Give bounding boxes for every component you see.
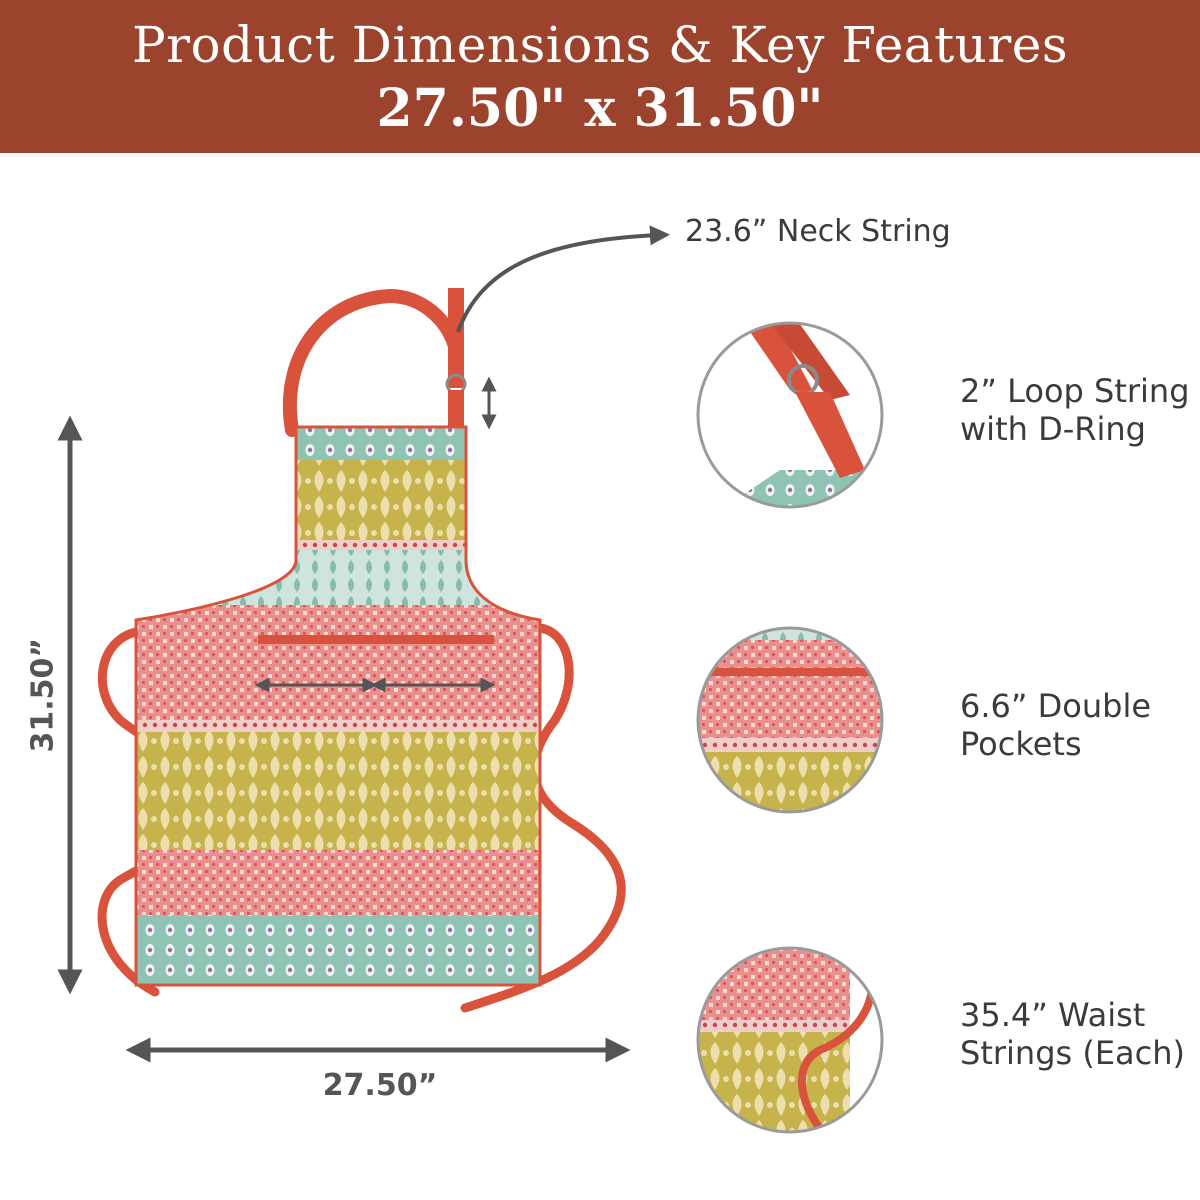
loop-string-line2: with D-Ring — [960, 410, 1146, 448]
waist-strings-label: 35.4” Waist Strings (Each) — [960, 996, 1185, 1072]
height-label: 31.50” — [25, 637, 61, 753]
waist-line1: 35.4” Waist — [960, 996, 1146, 1034]
width-label: 27.50” — [322, 1068, 438, 1103]
neck-string-arrow — [456, 225, 670, 333]
loop-detail-circle — [696, 321, 884, 509]
pockets-detail-circle — [696, 626, 884, 814]
neck-string-label: 23.6” Neck String — [685, 214, 951, 249]
pockets-line2: Pockets — [960, 725, 1082, 763]
waist-line2: Strings (Each) — [960, 1034, 1186, 1072]
loop-string-line1: 2” Loop String — [960, 372, 1190, 410]
neck-strap — [282, 288, 467, 437]
pockets-line1: 6.6” Double — [960, 687, 1152, 725]
header-banner: Product Dimensions & Key Features 27.50"… — [0, 0, 1200, 153]
page-title: Product Dimensions & Key Features — [131, 16, 1069, 74]
pocket-trim — [258, 635, 494, 644]
waist-detail-circle — [696, 946, 884, 1134]
loop-string-label: 2” Loop String with D-Ring — [960, 372, 1190, 448]
product-size: 27.50" x 31.50" — [376, 78, 824, 139]
pockets-label: 6.6” Double Pockets — [960, 687, 1151, 763]
apron-body — [136, 427, 540, 985]
